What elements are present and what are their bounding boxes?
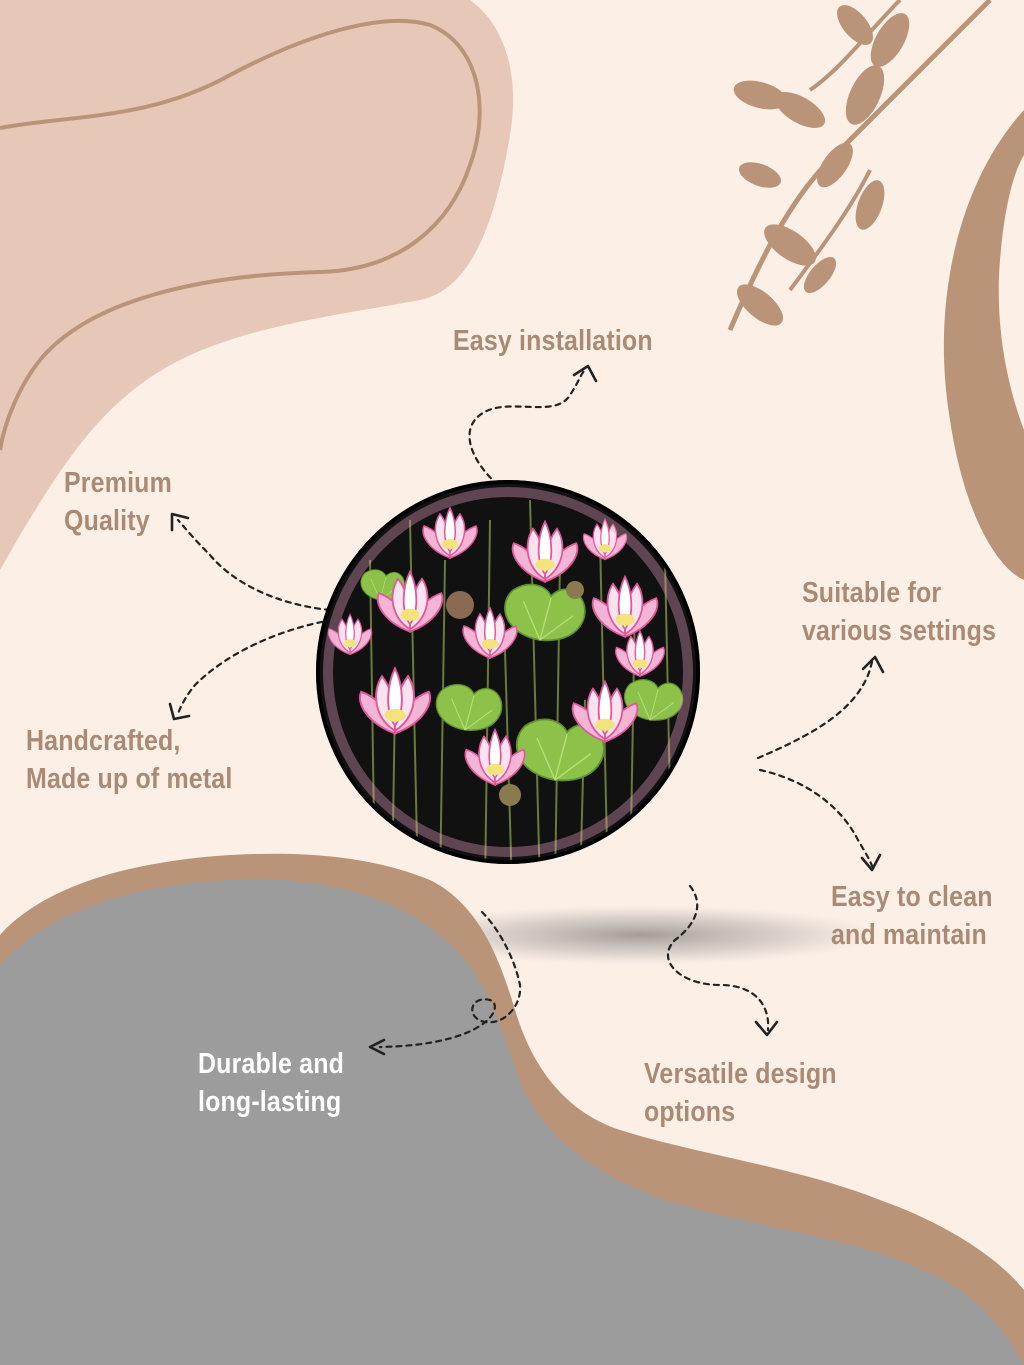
feature-suitable-settings: Suitable for various settings: [802, 574, 996, 650]
arrowhead-easy-installation: [572, 364, 598, 383]
feature-line: Easy installation: [453, 325, 653, 357]
feature-line: Versatile design: [644, 1058, 837, 1090]
arrow-versatile: [666, 884, 770, 1032]
arrow-suitable: [756, 660, 874, 760]
feature-line: Suitable for: [802, 577, 942, 609]
arrow-durable: [378, 910, 522, 1049]
feature-line: Handcrafted,: [26, 725, 181, 757]
arrowhead-handcrafted: [168, 702, 191, 721]
feature-durable: Durable and long-lasting: [198, 1045, 344, 1121]
feature-line: various settings: [802, 615, 997, 647]
arrowhead-premium-quality: [170, 512, 190, 532]
right-arc: [943, 110, 1024, 580]
top-left-outline: [0, 18, 482, 451]
branch-leaves-icon: [727, 0, 992, 331]
arrowhead-durable: [368, 1038, 386, 1056]
top-left-blob: [0, 0, 514, 570]
feature-line: Durable and: [198, 1048, 345, 1080]
feature-easy-installation: Easy installation: [453, 322, 653, 360]
feature-versatile: Versatile design options: [644, 1055, 837, 1131]
feature-line: Quality: [64, 505, 150, 537]
feature-line: Easy to clean: [831, 881, 993, 913]
arrowhead-easy-clean: [860, 853, 882, 872]
arrow-premium-quality: [176, 518, 332, 612]
feature-line: and maintain: [831, 919, 987, 951]
arrow-easy-installation: [468, 368, 587, 487]
feature-line: options: [644, 1096, 736, 1128]
feature-line: Premium: [64, 467, 172, 499]
arrowhead-suitable: [861, 655, 885, 674]
tray-inner-rim: [323, 487, 693, 857]
tray-shadow: [400, 905, 880, 965]
bottom-gray-blob: [0, 879, 1024, 1365]
feature-line: long-lasting: [198, 1086, 342, 1118]
feature-handcrafted: Handcrafted, Made up of metal: [26, 722, 232, 798]
feature-premium-quality: Premium Quality: [64, 464, 172, 540]
arrowhead-versatile: [754, 1020, 779, 1037]
feature-line: Made up of metal: [26, 763, 233, 795]
arrow-easy-clean: [758, 768, 874, 868]
feature-easy-clean: Easy to clean and maintain: [831, 878, 993, 954]
